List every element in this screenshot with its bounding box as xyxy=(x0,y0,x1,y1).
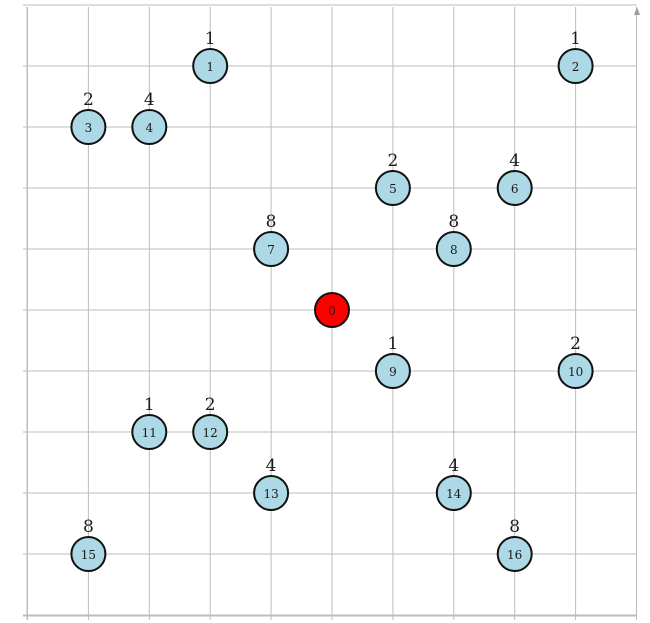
node-id-label: 9 xyxy=(389,365,397,379)
node-circle xyxy=(496,536,533,572)
node-circle xyxy=(253,475,290,511)
node-circle xyxy=(435,475,472,511)
customer-node: 87 xyxy=(253,212,290,267)
node-circle xyxy=(557,353,594,389)
node-id-label: 7 xyxy=(267,243,275,257)
node-weight-label: 1 xyxy=(387,334,398,354)
node-weight-label: 8 xyxy=(266,212,277,232)
node-weight-label: 4 xyxy=(144,90,155,110)
customer-node: 44 xyxy=(131,90,168,145)
customer-node: 19 xyxy=(374,334,411,389)
node-id-label: 16 xyxy=(507,548,522,562)
node-circle xyxy=(374,353,411,389)
node-weight-label: 1 xyxy=(205,29,216,49)
customer-node: 2 10 xyxy=(557,334,594,389)
node-weight-label: 1 xyxy=(144,395,155,415)
node-weight-label: 4 xyxy=(448,456,459,476)
node-weight-label: 8 xyxy=(509,517,520,537)
customer-node: 23 xyxy=(70,90,107,145)
customer-node: 111 xyxy=(131,395,168,450)
node-circle xyxy=(131,109,168,145)
customer-node: 88 xyxy=(435,212,472,267)
node-id-label: 1 xyxy=(206,60,214,74)
node-id-label: 14 xyxy=(446,487,462,501)
node-weight-label: 4 xyxy=(509,151,520,171)
node-weight-label: 2 xyxy=(205,395,216,415)
node-id-label: 8 xyxy=(450,243,458,257)
node-circle xyxy=(314,292,350,328)
node-id-label: 15 xyxy=(81,548,96,562)
node-id-label: 6 xyxy=(511,182,519,196)
node-weight-label: 4 xyxy=(266,456,277,476)
node-circle xyxy=(192,414,229,450)
node-circle xyxy=(70,109,107,145)
node-id-label: 13 xyxy=(263,487,278,501)
customer-node: 11 xyxy=(192,29,229,84)
depot-node: 0 xyxy=(314,292,350,328)
node-weight-label: 2 xyxy=(83,90,94,110)
node-id-label: 11 xyxy=(142,426,157,440)
customer-node: 8 16 xyxy=(496,517,533,572)
node-id-label: 5 xyxy=(389,182,397,196)
axis-arrow xyxy=(634,7,640,15)
axis-arrow-icon xyxy=(634,7,640,15)
node-circle xyxy=(435,231,472,267)
node-circle xyxy=(131,414,168,450)
customer-node: 12 xyxy=(557,29,594,84)
node-circle xyxy=(70,536,107,572)
node-weight-label: 8 xyxy=(448,212,459,232)
node-weight-label: 1 xyxy=(570,29,581,49)
node-id-label: 10 xyxy=(568,365,583,379)
node-id-label: 2 xyxy=(572,60,580,74)
node-circle xyxy=(496,170,533,206)
node-weight-label: 8 xyxy=(83,517,94,537)
grid-lines xyxy=(23,4,637,620)
node-id-label: 12 xyxy=(203,426,218,440)
node-weight-label: 2 xyxy=(570,334,581,354)
node-id-label: 4 xyxy=(145,121,153,135)
node-id-label: 3 xyxy=(85,121,93,135)
customer-node: 25 xyxy=(374,151,411,206)
node-id-label: 0 xyxy=(328,304,336,318)
node-circle xyxy=(253,231,290,267)
node-circle xyxy=(374,170,411,206)
node-weight-label: 2 xyxy=(387,151,398,171)
customer-node: 8 15 xyxy=(70,517,107,572)
customer-node: 46 xyxy=(496,151,533,206)
customer-node: 4 13 xyxy=(253,456,290,511)
customer-node: 2 12 xyxy=(192,395,229,450)
customer-node: 4 14 xyxy=(435,456,472,511)
node-circle xyxy=(192,48,229,84)
node-circle xyxy=(557,48,594,84)
